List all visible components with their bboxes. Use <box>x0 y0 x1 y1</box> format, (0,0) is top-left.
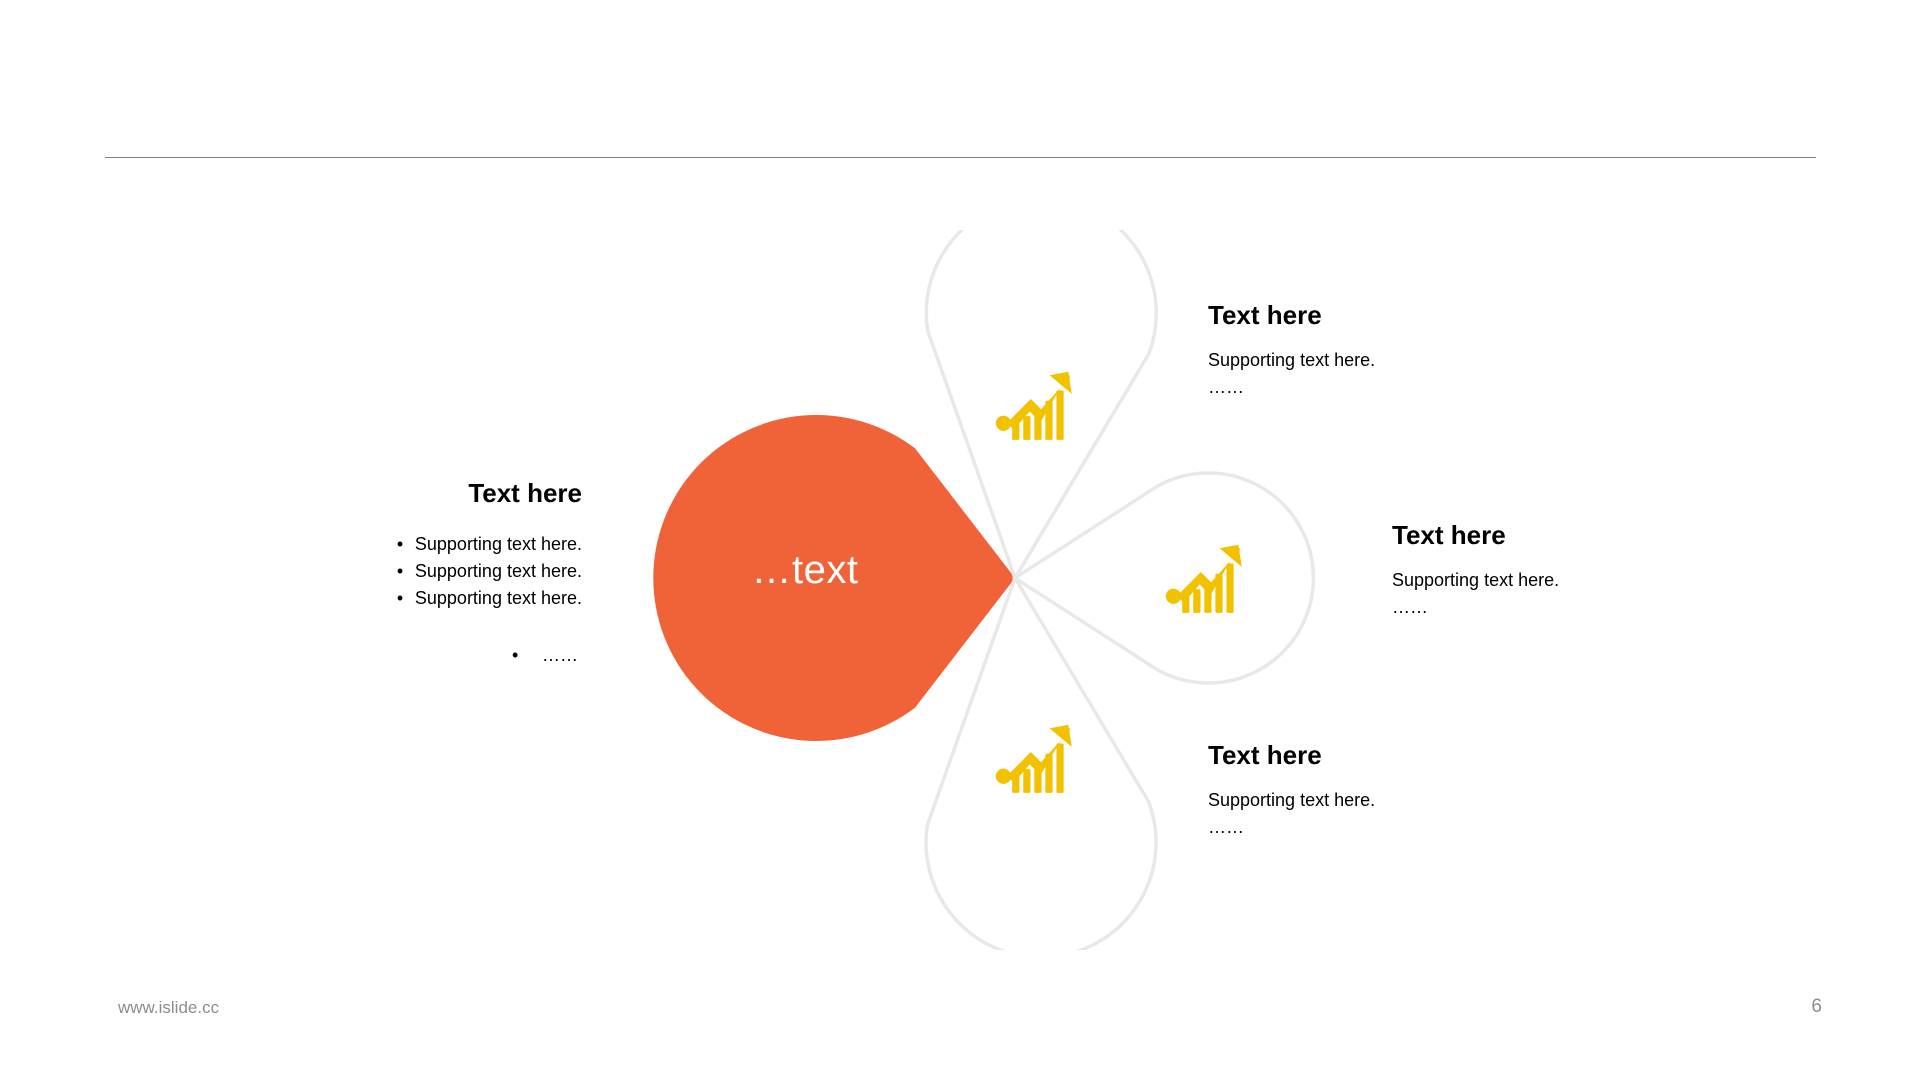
growth-chart-icon <box>1163 538 1249 618</box>
list-item-label: Supporting text here. <box>414 561 582 582</box>
text-block-bottom-right-line2: …… <box>1208 817 1244 838</box>
bullet-glyph: • <box>396 534 404 555</box>
text-block-top-right: Text here Supporting text here. …… <box>1208 300 1375 401</box>
list-item-label: Supporting text here. <box>414 534 582 555</box>
text-block-middle-right-line1: Supporting text here. <box>1392 570 1560 591</box>
text-block-top-right-line1: Supporting text here. <box>1208 350 1376 371</box>
footer-page-number: 6 <box>1811 996 1822 1017</box>
list-item-label: Supporting text here. <box>414 588 582 609</box>
text-block-middle-right: Text here Supporting text here. …… <box>1392 520 1559 621</box>
petal-primary-orange[interactable] <box>653 415 1015 741</box>
text-block-left-bullet-list: • Supporting text here. • Supporting text … <box>170 531 582 669</box>
growth-chart-icon <box>993 365 1079 445</box>
list-item-more: • …… <box>170 642 582 669</box>
text-block-top-right-heading: Text here <box>1208 300 1322 330</box>
text-block-bottom-right-heading: Text here <box>1208 740 1322 770</box>
text-block-middle-right-line2: …… <box>1392 597 1428 618</box>
bullet-glyph: • <box>512 645 519 666</box>
list-item: • Supporting text here. <box>170 558 582 585</box>
list-item-more-label: …… <box>542 645 578 666</box>
center-label: …text <box>751 548 859 592</box>
list-item: • Supporting text here. <box>170 585 582 612</box>
text-block-left: Text here • Supporting text here. • Suppor… <box>170 478 582 669</box>
list-item: • Supporting text here. <box>170 531 582 558</box>
growth-chart-icon <box>993 718 1079 798</box>
petal-middle-right[interactable] <box>1011 471 1316 685</box>
text-block-top-right-line2: …… <box>1208 377 1244 398</box>
text-block-middle-right-heading: Text here <box>1392 520 1506 550</box>
bullet-glyph: • <box>396 561 404 582</box>
text-block-bottom-right: Text here Supporting text here. …… <box>1208 740 1375 841</box>
header-divider-rule <box>105 157 1816 158</box>
petal-top[interactable] <box>924 230 1158 583</box>
footer-url[interactable]: www.islide.cc <box>118 998 220 1017</box>
bullet-glyph: • <box>396 588 404 609</box>
text-block-left-heading: Text here <box>468 478 582 508</box>
text-block-bottom-right-line1: Supporting text here. <box>1208 790 1376 811</box>
